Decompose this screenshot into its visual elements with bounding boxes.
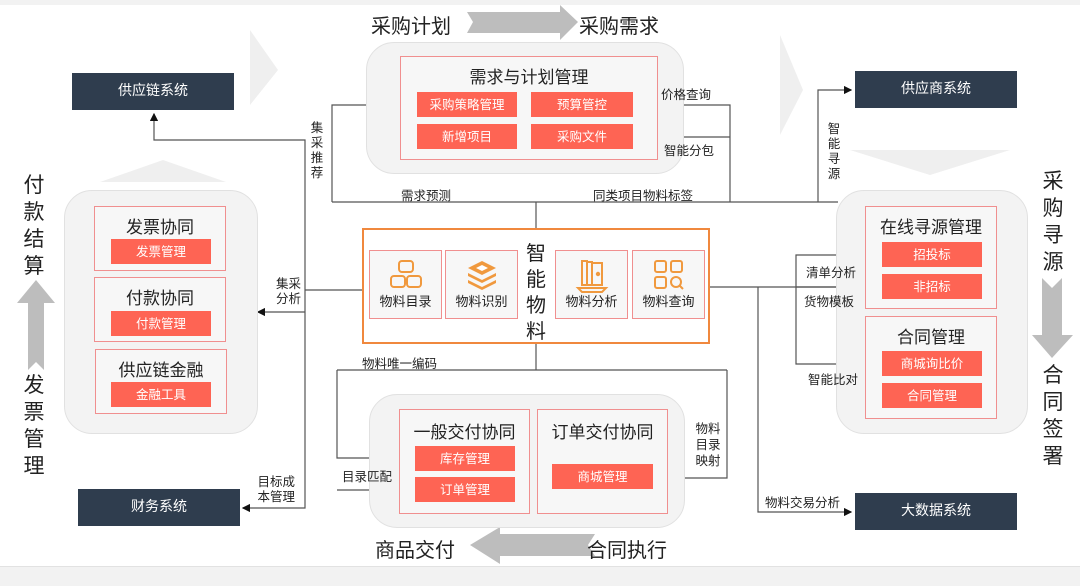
books-icon [575,260,608,293]
demand-panel-title: 需求与计划管理 [469,68,589,88]
line-to-supply-chain [149,112,306,290]
top-bar [0,0,1080,5]
label-catalog-mapping: 物料目录映射 [695,421,721,468]
core-title: 智能物料 [526,241,546,343]
bottom-bar [0,566,1080,586]
chip-invoice[interactable]: 发票管理 [111,239,211,264]
contract-panel-title: 合同管理 [897,328,965,348]
arrow-invoice-to-payment [17,280,55,370]
stage-delivery: 商品交付 [375,538,455,562]
chip-strategy[interactable]: 采购策略管理 [417,92,517,117]
label-similar-tag: 同类项目物料标签 [593,188,694,203]
module-label: 物料目录 [379,295,432,310]
label-price-query: 价格查询 [661,87,712,102]
grid-search-icon [653,260,684,290]
label-demand-forecast: 需求预测 [401,188,452,203]
chip-payment[interactable]: 付款管理 [111,311,211,336]
chip-inventory[interactable]: 库存管理 [415,446,515,471]
bg-chevron-up [100,160,226,182]
stage-contract: 合同签署 [1042,363,1064,468]
system-big-data[interactable]: 大数据系统 [855,493,1017,530]
label-smart-compare: 智能比对 [808,372,859,387]
line-smart-sourcing [817,85,853,202]
chip-bidding[interactable]: 招投标 [882,242,982,267]
label-target-cost: 目标成本管理 [257,474,295,504]
chip-budget[interactable]: 预算管控 [531,92,633,117]
stage-sourcing: 采购寻源 [1042,169,1064,274]
chip-mall-inquiry[interactable]: 商城询比价 [882,351,982,376]
label-central-recommend: 集采推荐 [310,120,324,180]
order-delivery-panel: 订单交付协同 [537,409,668,514]
chip-finance-tool[interactable]: 金融工具 [111,382,211,407]
module-material-analysis[interactable]: 物料分析 [555,250,628,319]
bg-chevron-right-right [780,35,803,135]
line-to-finance [241,290,306,513]
stage-execute: 合同执行 [587,538,667,562]
label-trade-analysis: 物料交易分析 [765,495,841,510]
stage-invoice: 发票管理 [23,373,45,478]
label-goods-template: 货物模板 [804,294,855,309]
label-smart-sourcing: 智能寻源 [827,121,841,181]
chip-mall[interactable]: 商城管理 [552,464,653,489]
module-label: 物料查询 [642,295,695,310]
arrow-sourcing-to-contract [1032,278,1073,358]
online-sourcing-panel-title: 在线寻源管理 [880,218,982,238]
label-unique-code: 物料唯一编码 [362,356,438,371]
chip-order[interactable]: 订单管理 [415,477,515,502]
invoice-panel-title: 发票协同 [126,218,194,238]
system-finance[interactable]: 财务系统 [78,489,240,526]
label-central-analysis: 集采分析 [275,276,301,306]
bg-chevron-down [850,150,1010,175]
module-material-recognition[interactable]: 物料识别 [445,250,518,319]
stage-payment: 付款结算 [23,173,45,278]
system-supplier[interactable]: 供应商系统 [855,71,1017,108]
finance-panel-title: 供应链金融 [118,361,204,381]
stage-demand: 采购需求 [579,14,659,38]
label-catalog-match: 目录匹配 [342,469,393,484]
chip-procurement-doc[interactable]: 采购文件 [531,124,633,149]
stage-plan: 采购计划 [371,14,451,38]
module-material-query[interactable]: 物料查询 [632,250,705,319]
module-label: 物料分析 [565,295,618,310]
label-list-analysis: 清单分析 [806,265,857,280]
label-smart-package: 智能分包 [664,143,715,158]
chip-non-bidding[interactable]: 非招标 [882,274,982,299]
system-supply-chain[interactable]: 供应链系统 [72,73,234,110]
line-trade-analysis [757,287,853,517]
gold-bars-icon [389,260,422,288]
order-delivery-panel-title: 订单交付协同 [551,423,654,443]
payment-panel-title: 付款协同 [126,289,194,309]
module-material-catalog[interactable]: 物料目录 [369,250,442,319]
chip-contract-mgmt[interactable]: 合同管理 [882,383,982,408]
general-delivery-panel-title: 一般交付协同 [413,423,516,443]
layers-icon [467,261,496,290]
arrow-plan-to-demand [467,5,578,40]
bg-chevron-right-left [250,30,278,105]
module-label: 物料识别 [455,295,508,310]
arrow-execute-to-deliver [470,527,595,564]
chip-new-project[interactable]: 新增项目 [417,124,517,149]
